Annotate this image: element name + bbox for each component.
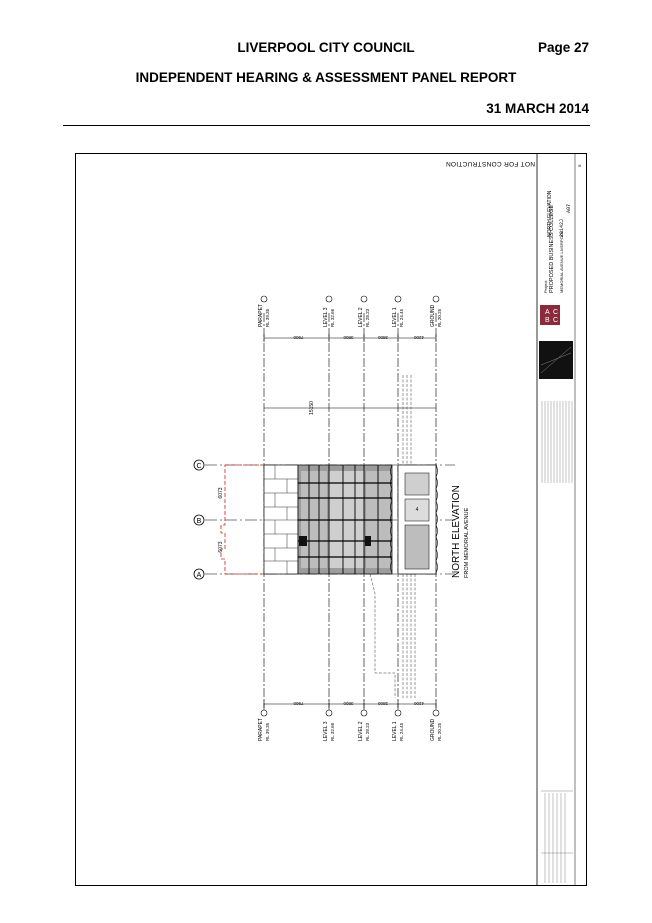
top-level-rl: RL 24.45 <box>399 308 404 327</box>
bottom-level-marker <box>432 709 440 717</box>
grid-label-c: C <box>196 463 201 470</box>
top-level-name: LEVEL 1 <box>392 307 398 327</box>
bottom-level-rl: RL 32.66 <box>330 722 335 741</box>
bottom-level-marker <box>360 709 368 717</box>
grid-bubble-a <box>193 568 205 580</box>
bottom-level-rl: RL 28.23 <box>365 722 370 741</box>
building-elevation: 4 <box>263 375 438 698</box>
svg-text:A: A <box>545 309 550 316</box>
bottom-level-name: LEVEL 3 <box>323 721 329 741</box>
view-title: NORTH ELEVATION <box>451 485 462 578</box>
overall-height-dimension: 15150 <box>309 401 315 415</box>
svg-text:C: C <box>553 317 558 324</box>
page-number: Page 27 <box>537 40 589 55</box>
bottom-level-rl: RL 20.25 <box>437 722 442 741</box>
svg-text:B: B <box>545 317 550 324</box>
top-level-name: LEVEL 2 <box>358 307 364 327</box>
view-subtitle: FROM MEMORIAL AVENUE <box>464 507 470 578</box>
top-level-name: GROUND <box>430 304 436 327</box>
bottom-level-name: LEVEL 1 <box>392 721 398 741</box>
revision: B <box>579 164 583 167</box>
top-level-dimension: 3800 <box>377 335 388 340</box>
top-level-dimension: 7900 <box>293 335 304 340</box>
bottom-level-name: GROUND <box>430 718 436 741</box>
top-level-dimension: 4200 <box>413 335 424 340</box>
project-label: Project <box>543 280 548 293</box>
top-level-dimension: 3800 <box>343 335 354 340</box>
report-date: 31 MARCH 2014 <box>486 101 589 116</box>
grid-bubble-c <box>193 459 205 471</box>
bottom-level-marker <box>325 709 333 717</box>
project-address: MEMORIAL AVENUE LIVERPOOL <box>559 230 564 293</box>
top-level-name: LEVEL 3 <box>323 307 329 327</box>
bottom-level-dimension: 7900 <box>293 701 304 706</box>
top-level-name: PARAPET <box>258 304 264 327</box>
top-level-rl: RL 20.25 <box>437 308 442 327</box>
dimension-bc: 6073 <box>218 487 224 498</box>
svg-text:4: 4 <box>416 507 419 513</box>
bottom-level-dimension: 3800 <box>343 701 354 706</box>
drawing-number: A07 <box>566 204 572 213</box>
top-level-marker <box>432 295 440 303</box>
drawing-title: NORTH ELEVATION <box>547 190 553 237</box>
top-level-marker <box>394 295 402 303</box>
bottom-level-dimension: 3800 <box>377 701 388 706</box>
bottom-level-dimension: 4200 <box>413 701 424 706</box>
site-boundary <box>220 464 266 575</box>
top-level-rl: RL 28.23 <box>365 308 370 327</box>
bottom-level-marker <box>394 709 402 717</box>
top-level-marker <box>360 295 368 303</box>
report-title: INDEPENDENT HEARING & ASSESSMENT PANEL R… <box>135 70 517 85</box>
not-for-construction-stamp: NOT FOR CONSTRUCTION <box>446 160 535 167</box>
header-rule <box>63 125 590 126</box>
bottom-level-rl: RL 39.35 <box>265 722 270 741</box>
architectural-drawing: NOT FOR CONSTRUCTION C B A 6073 6073 151… <box>75 153 587 886</box>
grid-label-b: B <box>197 518 202 525</box>
bottom-level-marker <box>260 709 268 717</box>
council-name: LIVERPOOL CITY COUNCIL <box>237 40 415 55</box>
title-block-notes <box>541 401 573 883</box>
bottom-level-rl: RL 24.45 <box>399 722 404 741</box>
project-name: PROPOSED BUSINESS COLLEGE <box>549 205 555 293</box>
dimension-ab: 6073 <box>218 541 224 552</box>
dimension-lines <box>263 334 437 708</box>
bottom-level-name: LEVEL 2 <box>358 721 364 741</box>
grid-bubble-b <box>193 514 205 526</box>
top-level-rl: RL 39.35 <box>265 308 270 327</box>
bottom-level-name: PARAPET <box>258 718 264 741</box>
top-level-marker <box>325 295 333 303</box>
svg-text:C: C <box>553 309 558 316</box>
top-level-marker <box>260 295 268 303</box>
top-level-rl: RL 32.66 <box>330 308 335 327</box>
abc-logo: A C B C <box>540 305 560 325</box>
job-number: 20142J <box>559 219 565 237</box>
grid-label-a: A <box>197 572 202 579</box>
